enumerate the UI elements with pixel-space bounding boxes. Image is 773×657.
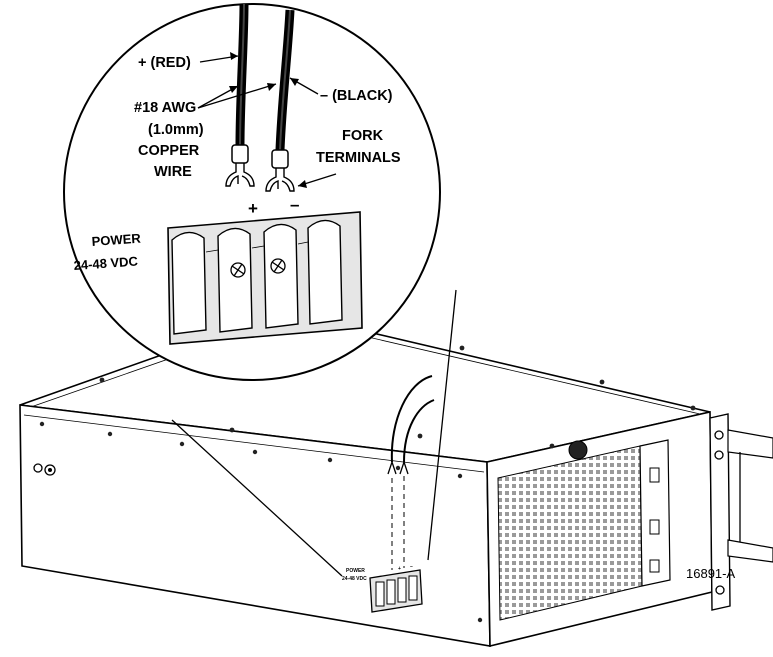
small-power-label: POWER	[346, 568, 365, 574]
terminal-type-label-1: FORK	[342, 128, 384, 144]
positive-wire-label: + (RED)	[138, 55, 191, 71]
figure-id: 16891-A	[686, 566, 735, 581]
magnifier-leader-left	[171, 419, 343, 577]
mounting-flange	[639, 439, 671, 587]
negative-wire-label: – (BLACK)	[320, 88, 393, 104]
wire-gauge-label: #18 AWG	[134, 100, 196, 116]
fork-terminal-negative	[265, 149, 295, 192]
small-wires	[387, 375, 435, 570]
terminal-block	[167, 211, 363, 345]
terminal-type-label-2: TERMINALS	[316, 150, 401, 166]
rack-ear-hole-2	[714, 450, 724, 460]
fork-terminal-positive	[225, 144, 255, 187]
minus-sign: –	[290, 195, 299, 214]
wire-material-label-2: WIRE	[154, 164, 192, 180]
rack-ear-hole-1	[714, 430, 724, 440]
magnifier-leader-right	[427, 289, 457, 561]
flange-slot-1	[649, 467, 660, 483]
red-wire	[235, 3, 249, 146]
plus-sign: +	[248, 199, 258, 218]
rack-ear	[709, 413, 731, 611]
magnified-detail: POWER 24-48 VDC + –	[63, 3, 441, 381]
mounting-rail-lower	[727, 539, 773, 563]
small-plus-sign: +	[398, 566, 401, 572]
wire-material-label-1: COPPER	[138, 143, 200, 159]
flange-slot-2	[649, 519, 660, 535]
voltage-label: 24-48 VDC	[73, 254, 139, 273]
power-label: POWER	[91, 231, 142, 249]
rack-ear-hole-3	[715, 585, 725, 595]
chassis: POWER 24-48 VDC + –	[19, 311, 773, 648]
wire-diameter-label: (1.0mm)	[148, 122, 204, 138]
callout-arrows	[197, 52, 337, 188]
brand-logo-icon	[568, 440, 588, 460]
small-terminal-block	[369, 569, 423, 613]
small-minus-sign: –	[410, 564, 413, 570]
flange-slot-3	[649, 559, 660, 573]
small-voltage-label: 24-48 VDC	[342, 576, 367, 582]
terminal-screw-icon	[230, 258, 286, 278]
mounting-rail	[727, 429, 773, 459]
ground-stud-icon	[33, 463, 56, 476]
rear-panel-lip	[23, 414, 485, 473]
black-wire	[275, 9, 295, 151]
rear-screws	[39, 421, 483, 623]
